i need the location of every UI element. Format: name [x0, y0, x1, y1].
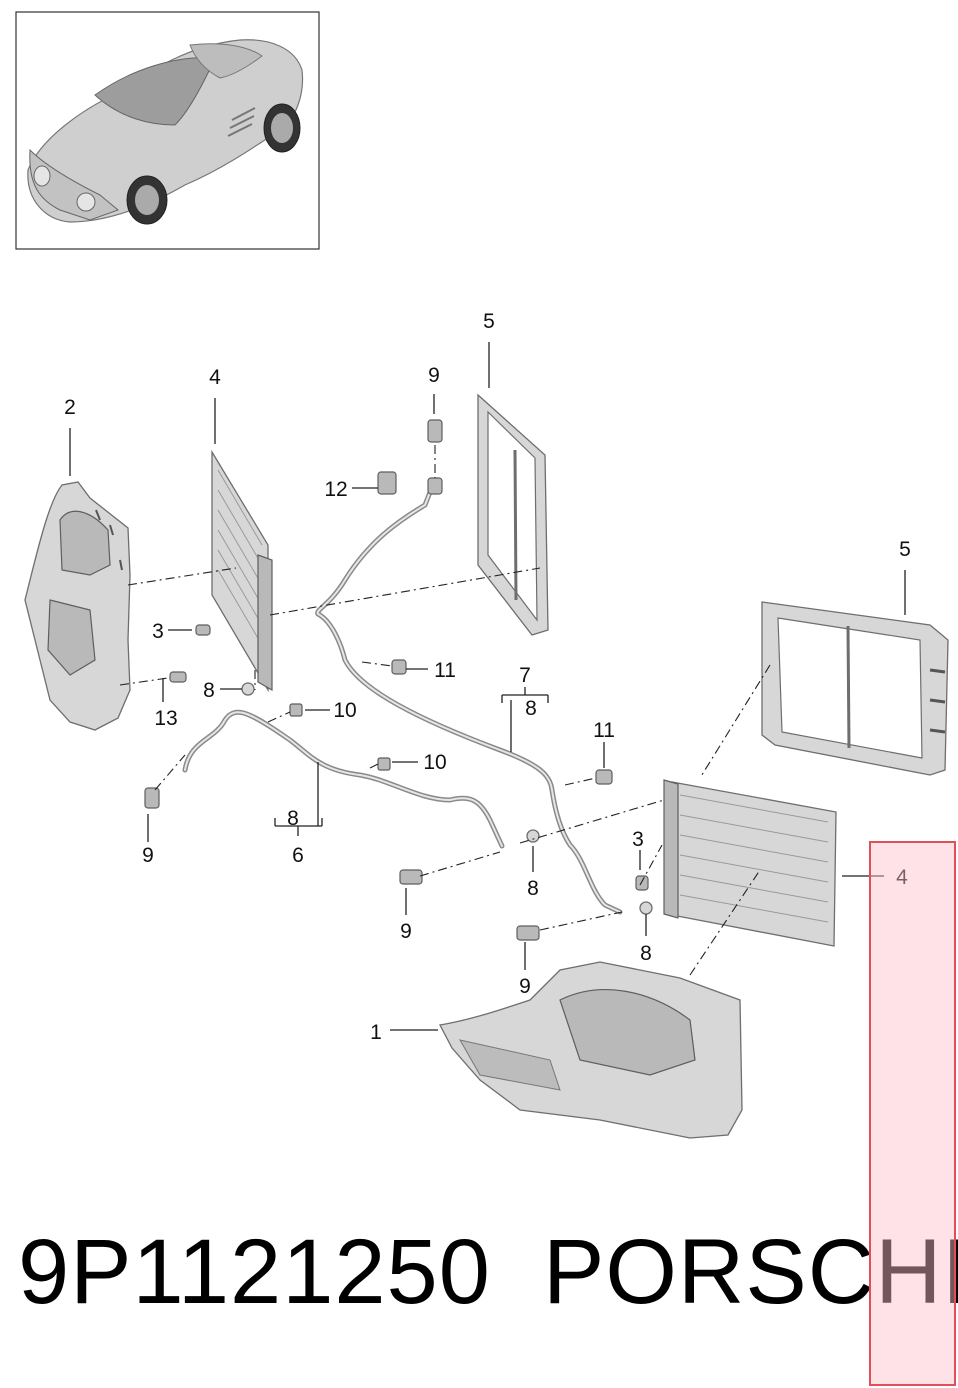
callout-5-right: 5 [899, 538, 911, 561]
car-illustration [27, 39, 304, 225]
callout-6: 6 [292, 844, 304, 867]
callout-8-c: 8 [287, 807, 299, 830]
callout-9-top: 9 [428, 364, 440, 387]
reference-lines [119, 445, 771, 976]
callout-3-right: 3 [632, 828, 644, 851]
ac-lines [182, 484, 623, 915]
callout-8-a: 8 [203, 679, 215, 702]
callout-9-bottom: 9 [519, 975, 531, 998]
callout-8-e: 8 [640, 942, 652, 965]
brand-name: PORSCHE [543, 1221, 958, 1323]
callouts: 1 2 3 3 4 4 5 5 6 7 8 8 8 8 8 9 9 9 9 10… [64, 310, 911, 1044]
radiator-left [211, 449, 273, 693]
callout-11-left: 11 [434, 659, 456, 682]
callout-9-left: 9 [142, 844, 154, 867]
selection-highlight [869, 841, 956, 1386]
hardware-bolts [144, 419, 653, 941]
callout-11-right: 11 [593, 719, 615, 742]
callout-1: 1 [370, 1021, 382, 1044]
air-duct-bottom [439, 961, 743, 1139]
callout-8-d: 8 [527, 877, 539, 900]
part-number: 9P1121250 [18, 1221, 491, 1323]
callout-9-middle: 9 [400, 920, 412, 943]
callout-8-b: 8 [525, 697, 537, 720]
callout-4-right: 4 [896, 866, 908, 889]
vehicle-thumbnail [15, 11, 320, 250]
callout-2: 2 [64, 396, 76, 419]
callout-4-left: 4 [209, 366, 221, 389]
radiator-frame-upper [477, 393, 549, 636]
leader-lines [69, 342, 906, 1031]
radiator-right [663, 779, 837, 947]
callout-12: 12 [324, 478, 347, 501]
callout-10-lower: 10 [423, 751, 446, 774]
callout-10-upper: 10 [333, 699, 356, 722]
callout-3-left: 3 [152, 620, 164, 643]
callout-7: 7 [519, 664, 531, 687]
radiator-frame-right [761, 601, 949, 776]
callout-5-upper: 5 [483, 310, 495, 333]
callout-13: 13 [154, 707, 177, 730]
air-duct-left [24, 481, 131, 731]
